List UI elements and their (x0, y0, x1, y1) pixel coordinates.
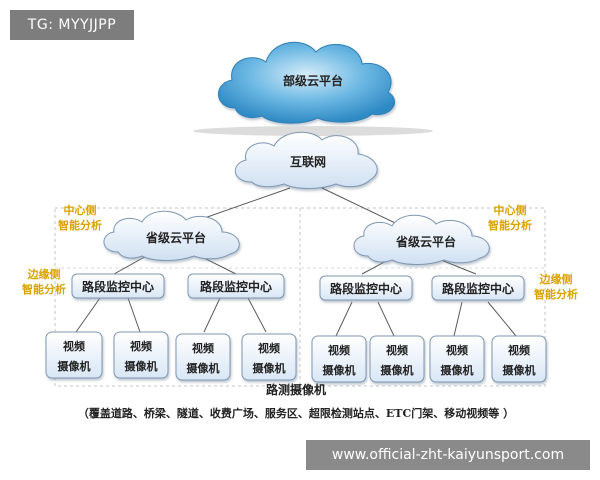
center-label-left-1: 中心侧 (64, 203, 97, 217)
side-labels: 中心侧 智能分析 中心侧 智能分析 边缘侧 智能分析 边缘侧 智能分析 (22, 203, 578, 301)
provincial-cloud-right-label: 省级云平台 (395, 234, 456, 249)
provincial-cloud-right (353, 214, 490, 265)
provincial-cloud-left (103, 210, 240, 261)
road-center-3-label: 路段监控中心 (330, 281, 402, 296)
camera-8: 视频 摄像机 (491, 335, 547, 383)
internet-cloud (235, 131, 378, 189)
camera-5-line2: 摄像机 (323, 363, 356, 377)
top-cloud-label: 部级云平台 (283, 73, 343, 88)
camera-4: 视频 摄像机 (241, 333, 297, 381)
camera-2: 视频 摄像机 (113, 331, 169, 379)
camera-6-line1: 视频 (386, 343, 408, 357)
road-center-2-label: 路段监控中心 (200, 279, 272, 294)
camera-3-line2: 摄像机 (187, 361, 220, 375)
camera-3-line1: 视频 (192, 341, 214, 355)
bottom-title: 路测摄像机 (266, 382, 326, 397)
edge-label-right-2: 智能分析 (534, 287, 578, 301)
camera-8-line2: 摄像机 (503, 363, 536, 377)
watermark-tag: TG: MYYJJPP (10, 10, 134, 40)
website-banner: www.official-zht-kaiyunsport.com (306, 440, 590, 470)
camera-1-line2: 摄像机 (58, 359, 91, 373)
camera-7: 视频 摄像机 (429, 335, 485, 383)
center-label-left-2: 智能分析 (58, 218, 102, 232)
provincial-cloud-left-label: 省级云平台 (145, 230, 206, 245)
center-label-right-2: 智能分析 (488, 218, 532, 232)
top-cloud-shadow (193, 126, 433, 136)
camera-5-line1: 视频 (328, 343, 350, 357)
edge-label-left-2: 智能分析 (22, 282, 66, 296)
camera-7-line2: 摄像机 (441, 363, 474, 377)
road-center-2: 路段监控中心 (187, 273, 285, 299)
bottom-caption: （覆盖道路、桥梁、隧道、收费广场、服务区、超限检测站点、ETC门架、移动视频等 … (78, 406, 514, 420)
edge-label-left-1: 边缘侧 (27, 267, 61, 281)
center-label-right-1: 中心侧 (494, 203, 527, 217)
camera-7-line1: 视频 (446, 343, 468, 357)
camera-4-line1: 视频 (258, 341, 280, 355)
camera-2-line2: 摄像机 (125, 359, 158, 373)
road-center-3: 路段监控中心 (319, 275, 413, 301)
camera-3: 视频 摄像机 (175, 333, 231, 381)
road-center-4-label: 路段监控中心 (442, 281, 514, 296)
road-center-4: 路段监控中心 (431, 275, 525, 301)
road-center-1: 路段监控中心 (71, 273, 165, 299)
edge-label-right-1: 边缘侧 (539, 272, 573, 286)
camera-1-line1: 视频 (63, 339, 85, 353)
camera-5: 视频 摄像机 (311, 335, 367, 383)
camera-6-line2: 摄像机 (381, 363, 414, 377)
internet-cloud-label: 互联网 (290, 155, 326, 169)
road-center-1-label: 路段监控中心 (82, 279, 154, 294)
camera-8-line1: 视频 (508, 343, 530, 357)
camera-2-line1: 视频 (130, 339, 152, 353)
top-cloud (217, 41, 395, 124)
camera-4-line2: 摄像机 (253, 361, 286, 375)
dashed-frame (54, 207, 546, 387)
camera-6: 视频 摄像机 (369, 335, 425, 383)
camera-1: 视频 摄像机 (45, 331, 103, 379)
